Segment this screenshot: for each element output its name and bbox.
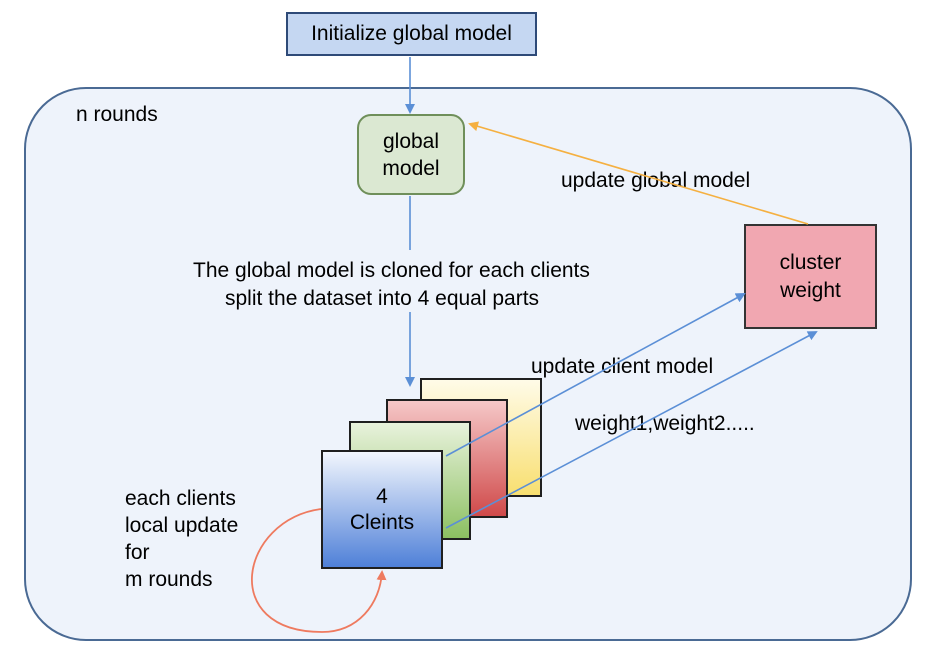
- local-update-loop-arrow: [251, 508, 387, 633]
- update-global-arrow: [468, 121, 809, 225]
- initialize-label: Initialize global model: [311, 22, 512, 45]
- weights-arrow: [445, 331, 818, 529]
- local-update-line4: m rounds: [125, 568, 213, 591]
- n-rounds-label: n rounds: [76, 103, 158, 126]
- weights-label: weight1,weight2.....: [575, 412, 755, 435]
- cluster-line1: cluster: [779, 250, 842, 274]
- cluster-weight-box: cluster weight: [744, 224, 877, 329]
- client-card-1: 4 Cleints: [321, 450, 443, 569]
- clone-text-line2: split the dataset into 4 equal parts: [225, 287, 540, 310]
- update-client-model-label: update client model: [531, 355, 714, 378]
- local-update-line2: local update: [125, 514, 239, 537]
- update-global-model-label: update global model: [561, 169, 751, 192]
- update-client-arrow: [445, 293, 746, 457]
- global-model-box: global model: [357, 114, 465, 195]
- global-model-line2: model: [382, 156, 440, 180]
- initialize-global-model-box: Initialize global model: [286, 12, 537, 56]
- clients-line1: 4: [376, 484, 388, 508]
- cluster-line2: weight: [780, 278, 841, 302]
- local-update-line1: each clients: [125, 487, 236, 510]
- local-update-line3: for: [125, 541, 150, 564]
- clone-text-line1: The global model is cloned for each clie…: [193, 259, 590, 282]
- clients-line2: Cleints: [349, 510, 415, 534]
- global-model-line1: global: [382, 129, 440, 153]
- n-rounds-container: [24, 87, 912, 641]
